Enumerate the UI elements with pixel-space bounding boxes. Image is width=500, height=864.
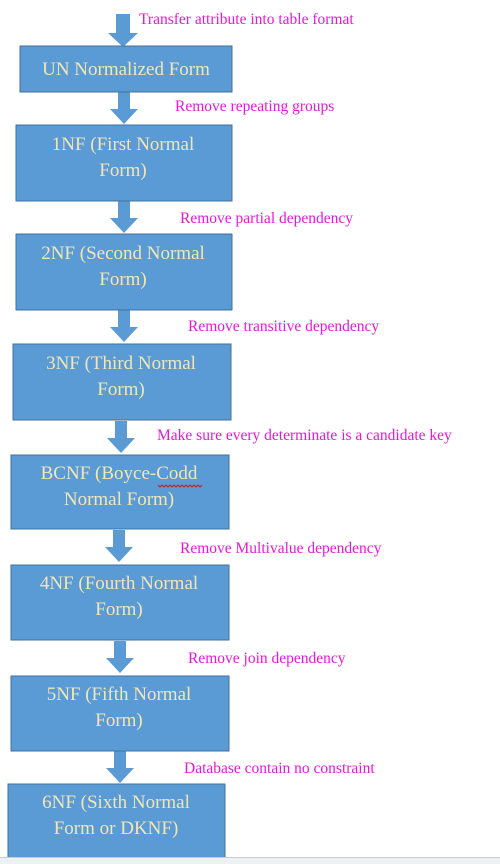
box-3nf-label-line2: Form) (97, 379, 145, 400)
note-remove-transitive-dependency: Remove transitive dependency (188, 318, 379, 335)
note-no-constraint: Database contain no constraint (184, 760, 375, 777)
bottom-rule (0, 857, 500, 864)
box-6nf (7, 783, 226, 861)
box-2nf-label-line2: Form) (99, 269, 147, 290)
arrow-2 (110, 201, 138, 233)
arrow-start (108, 14, 138, 47)
note-remove-join-dependency: Remove join dependency (188, 650, 346, 667)
box-unnormalized-label: UN Normalized Form (42, 59, 210, 80)
box-6nf-label-line2: Form or DKNF) (54, 818, 179, 839)
arrow-6 (106, 641, 134, 673)
box-4nf-label-line1: 4NF (Fourth Normal (40, 573, 198, 594)
note-remove-multivalue-dependency: Remove Multivalue dependency (180, 540, 382, 557)
arrow-4 (107, 421, 135, 453)
note-remove-repeating-groups: Remove repeating groups (175, 98, 334, 115)
box-3nf (12, 343, 232, 421)
box-1nf-label-line1: 1NF (First Normal (52, 134, 195, 155)
note-remove-partial-dependency: Remove partial dependency (180, 210, 353, 227)
spellcheck-underline (157, 484, 203, 488)
box-bcnf-label-line2: Normal Form) (64, 489, 174, 510)
box-6nf-label-line1: 6NF (Sixth Normal (42, 792, 190, 813)
box-3nf-label-line1: 3NF (Third Normal (46, 353, 196, 374)
note-candidate-key: Make sure every determinate is a candida… (157, 427, 452, 444)
arrow-1 (110, 92, 138, 124)
arrow-5 (105, 530, 133, 562)
box-5nf-label-line2: Form) (95, 710, 143, 731)
box-5nf (10, 675, 230, 752)
box-1nf (15, 124, 233, 202)
arrow-3 (110, 310, 138, 342)
box-4nf-label-line2: Form) (95, 599, 143, 620)
box-1nf-label-line2: Form) (99, 160, 147, 181)
box-bcnf (10, 454, 230, 530)
arrow-7 (106, 751, 134, 783)
box-bcnf-label-line1: BCNF (Boyce-Codd (41, 463, 198, 484)
box-2nf-label-line1: 2NF (Second Normal (41, 243, 205, 264)
box-2nf (15, 233, 233, 311)
box-4nf (10, 564, 230, 641)
box-unnormalized (19, 45, 233, 93)
note-transfer-attribute: Transfer attribute into table format (139, 11, 354, 28)
box-5nf-label-line1: 5NF (Fifth Normal (47, 684, 192, 705)
